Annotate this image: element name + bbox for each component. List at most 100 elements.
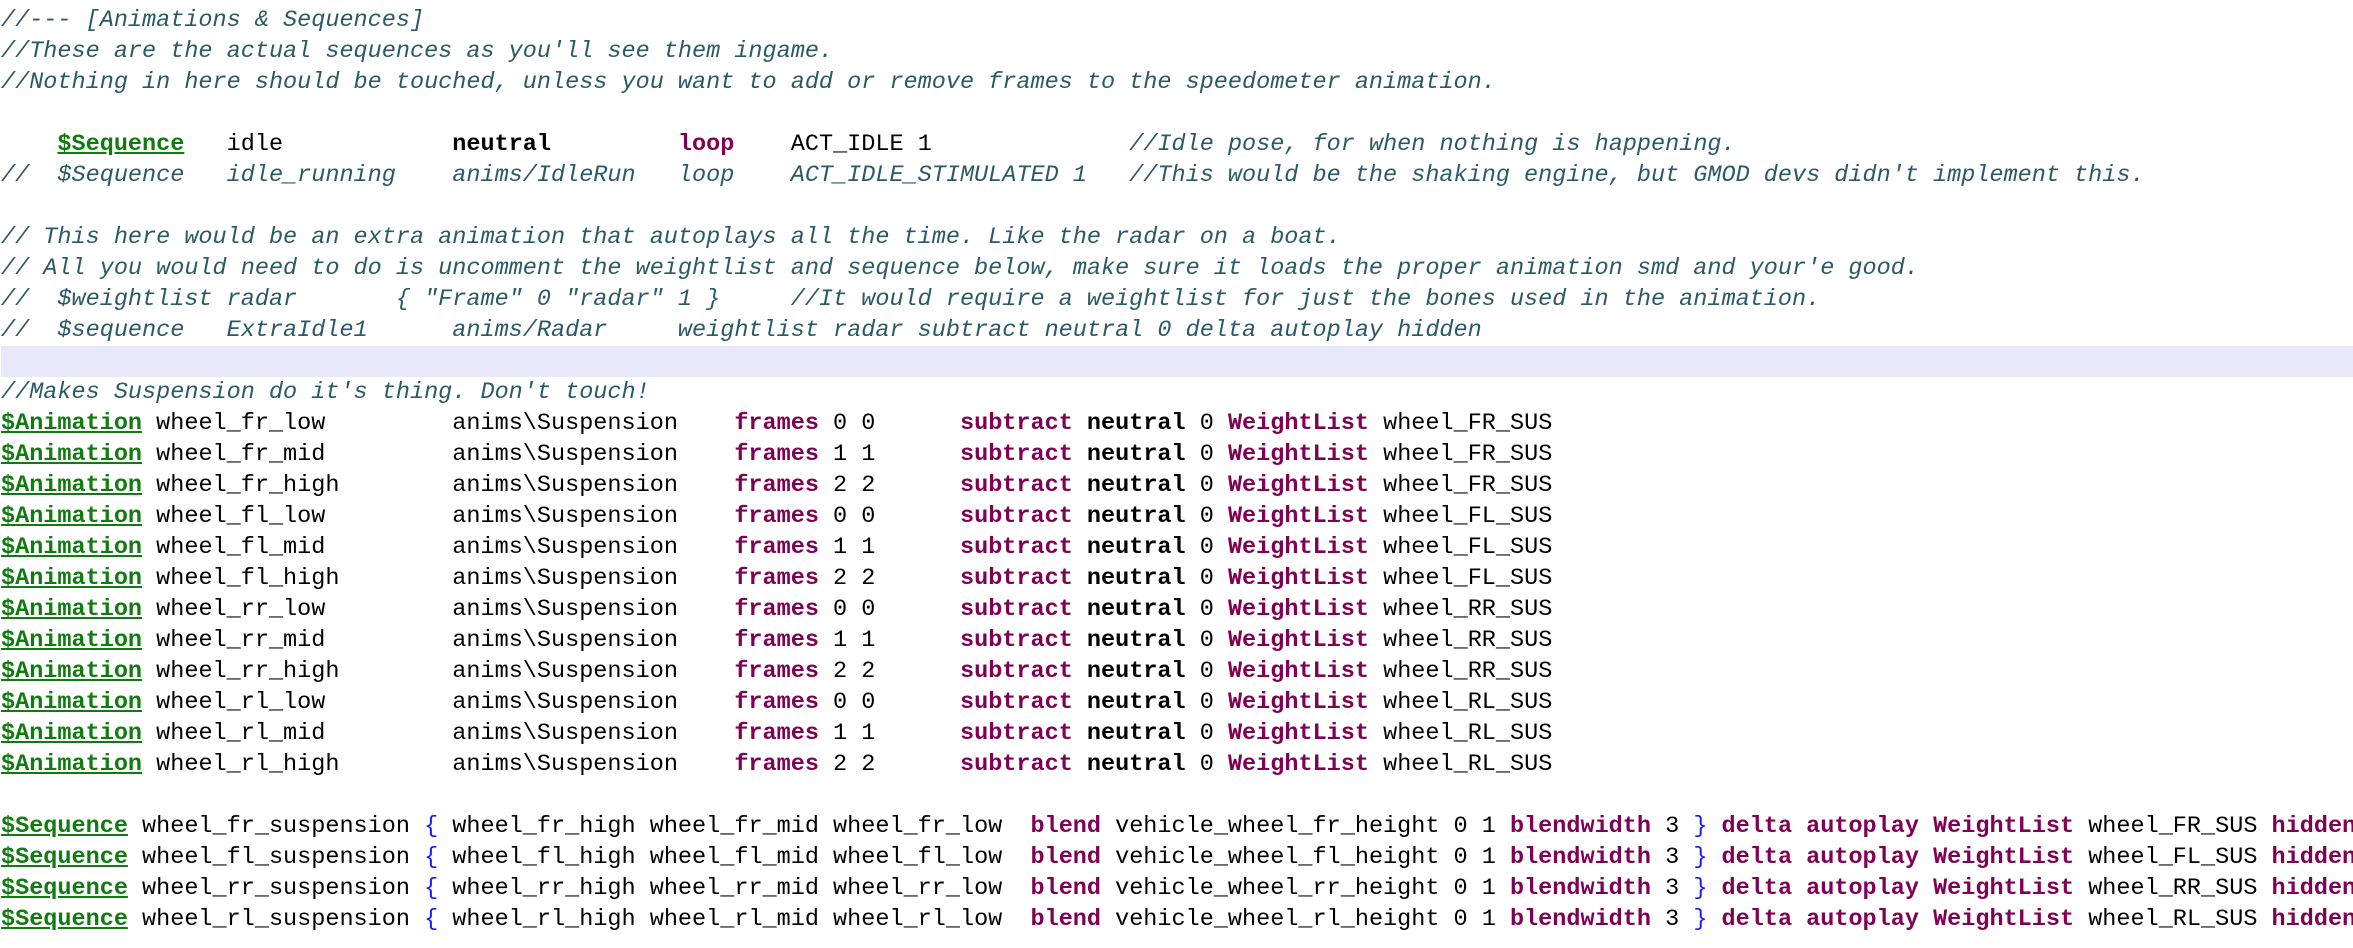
code-line[interactable]: $Animation wheel_rl_high anims\Suspensio… bbox=[1, 749, 2353, 780]
keyword-token: delta autoplay WeightList bbox=[1721, 844, 2075, 871]
code-line[interactable]: $Animation wheel_fr_high anims\Suspensio… bbox=[1, 470, 2353, 501]
keyword-token: subtract bbox=[959, 689, 1073, 716]
code-line[interactable]: $Sequence wheel_fr_suspension { wheel_fr… bbox=[1, 811, 2353, 842]
keyword-token: hidden bbox=[2271, 906, 2353, 933]
code-token bbox=[1073, 751, 1087, 778]
keyword-token: blendwidth bbox=[1509, 844, 1651, 871]
code-token: wheel_RR_SUS bbox=[2074, 875, 2272, 902]
bold-token: neutral bbox=[1086, 472, 1186, 499]
code-token: vehicle_wheel_rr_height 0 1 bbox=[1101, 875, 1510, 902]
code-line[interactable]: $Animation wheel_fl_high anims\Suspensio… bbox=[1, 563, 2353, 594]
keyword-token: WeightList bbox=[1227, 441, 1369, 468]
code-line[interactable]: //These are the actual sequences as you'… bbox=[1, 36, 2353, 67]
code-line[interactable]: $Sequence wheel_rl_suspension { wheel_rl… bbox=[1, 904, 2353, 935]
directive-token: $Animation bbox=[1, 689, 143, 716]
code-line[interactable]: //--- [Animations & Sequences] bbox=[1, 5, 2353, 36]
keyword-token: frames bbox=[734, 503, 819, 530]
code-token: wheel_fl_high anims\Suspension bbox=[142, 565, 735, 592]
code-line[interactable]: $Animation wheel_fr_low anims\Suspension… bbox=[1, 408, 2353, 439]
keyword-token: blendwidth bbox=[1509, 906, 1651, 933]
code-token: 3 bbox=[1651, 906, 1694, 933]
keyword-token: WeightList bbox=[1227, 596, 1369, 623]
code-line[interactable]: $Animation wheel_rr_mid anims\Suspension… bbox=[1, 625, 2353, 656]
code-line[interactable]: $Animation wheel_fr_mid anims\Suspension… bbox=[1, 439, 2353, 470]
code-line[interactable]: // This here would be an extra animation… bbox=[1, 222, 2353, 253]
code-token: 2 2 bbox=[818, 658, 960, 685]
code-line[interactable]: // $sequence ExtraIdle1 anims/Radar weig… bbox=[1, 315, 2353, 346]
code-token: idle bbox=[184, 131, 453, 158]
code-token: 3 bbox=[1651, 844, 1694, 871]
code-line[interactable]: $Animation wheel_rl_low anims\Suspension… bbox=[1, 687, 2353, 718]
code-line[interactable]: // $weightlist radar { "Frame" 0 "radar"… bbox=[1, 284, 2353, 315]
current-line[interactable] bbox=[1, 346, 2353, 377]
code-token: wheel_fl_high wheel_fl_mid wheel_fl_low bbox=[438, 844, 1031, 871]
code-token: 1 1 bbox=[818, 441, 960, 468]
code-line[interactable]: //Makes Suspension do it's thing. Don't … bbox=[1, 377, 2353, 408]
code-line[interactable]: $Animation wheel_fl_low anims\Suspension… bbox=[1, 501, 2353, 532]
keyword-token: blendwidth bbox=[1509, 875, 1651, 902]
code-token: ACT_IDLE 1 bbox=[734, 131, 1130, 158]
keyword-token: WeightList bbox=[1227, 689, 1369, 716]
code-token: 0 bbox=[1185, 596, 1228, 623]
keyword-token: subtract bbox=[959, 441, 1073, 468]
code-token: 0 bbox=[1185, 627, 1228, 654]
code-line[interactable]: $Sequence wheel_fl_suspension { wheel_fl… bbox=[1, 842, 2353, 873]
keyword-token: hidden bbox=[2271, 875, 2353, 902]
code-line[interactable]: //Nothing in here should be touched, unl… bbox=[1, 67, 2353, 98]
code-token: wheel_rl_high anims\Suspension bbox=[142, 751, 735, 778]
keyword-token: subtract bbox=[959, 534, 1073, 561]
code-token: 0 bbox=[1185, 720, 1228, 747]
code-token: wheel_fr_high anims\Suspension bbox=[142, 472, 735, 499]
code-line[interactable] bbox=[1, 191, 2353, 222]
code-token: wheel_FL_SUS bbox=[1368, 565, 1553, 592]
code-token bbox=[1073, 503, 1087, 530]
code-token: wheel_fr_mid anims\Suspension bbox=[142, 441, 735, 468]
code-token: 2 2 bbox=[818, 472, 960, 499]
directive-token: $Animation bbox=[1, 441, 143, 468]
code-token: 0 bbox=[1185, 472, 1228, 499]
code-line[interactable]: // $Sequence idle_running anims/IdleRun … bbox=[1, 160, 2353, 191]
comment-token: //These are the actual sequences as you'… bbox=[1, 38, 834, 65]
code-token bbox=[1073, 596, 1087, 623]
code-token: 3 bbox=[1651, 813, 1694, 840]
code-line[interactable] bbox=[1, 780, 2353, 811]
keyword-token: WeightList bbox=[1227, 751, 1369, 778]
code-line[interactable]: $Sequence idle neutral loop ACT_IDLE 1 /… bbox=[1, 129, 2353, 160]
code-token: 0 bbox=[1185, 441, 1228, 468]
comment-token: // All you would need to do is uncomment… bbox=[1, 255, 1919, 282]
keyword-token: delta autoplay WeightList bbox=[1721, 906, 2075, 933]
code-token: 0 bbox=[1185, 658, 1228, 685]
code-line[interactable]: $Animation wheel_fl_mid anims\Suspension… bbox=[1, 532, 2353, 563]
keyword-token: frames bbox=[734, 565, 819, 592]
keyword-token: blend bbox=[1030, 875, 1101, 902]
comment-token: //Idle pose, for when nothing is happeni… bbox=[1129, 131, 1736, 158]
directive-token: $Animation bbox=[1, 565, 143, 592]
code-token: 0 bbox=[1185, 534, 1228, 561]
keyword-token: subtract bbox=[959, 565, 1073, 592]
keyword-token: subtract bbox=[959, 503, 1073, 530]
directive-token: $Animation bbox=[1, 720, 143, 747]
code-token: wheel_RR_SUS bbox=[1368, 658, 1553, 685]
code-token bbox=[1073, 689, 1087, 716]
keyword-token: frames bbox=[734, 534, 819, 561]
comment-token: //Nothing in here should be touched, unl… bbox=[1, 69, 1496, 96]
code-token: 1 1 bbox=[818, 720, 960, 747]
code-token: wheel_fl_suspension bbox=[127, 844, 425, 871]
directive-token: $Animation bbox=[1, 534, 143, 561]
code-token: wheel_FR_SUS bbox=[1368, 410, 1553, 437]
code-line[interactable]: $Sequence wheel_rr_suspension { wheel_rr… bbox=[1, 873, 2353, 904]
keyword-token: subtract bbox=[959, 472, 1073, 499]
code-token: wheel_FL_SUS bbox=[1368, 503, 1553, 530]
directive-token: $Sequence bbox=[1, 844, 128, 871]
code-line[interactable] bbox=[1, 98, 2353, 129]
code-line[interactable]: $Animation wheel_rr_high anims\Suspensio… bbox=[1, 656, 2353, 687]
code-token: wheel_fl_low anims\Suspension bbox=[142, 503, 735, 530]
keyword-token: subtract bbox=[959, 658, 1073, 685]
keyword-token: subtract bbox=[959, 720, 1073, 747]
code-line[interactable]: // All you would need to do is uncomment… bbox=[1, 253, 2353, 284]
code-line[interactable]: $Animation wheel_rr_low anims\Suspension… bbox=[1, 594, 2353, 625]
keyword-token: frames bbox=[734, 596, 819, 623]
code-line[interactable]: $Animation wheel_rl_mid anims\Suspension… bbox=[1, 718, 2353, 749]
keyword-token: delta autoplay WeightList bbox=[1721, 875, 2075, 902]
